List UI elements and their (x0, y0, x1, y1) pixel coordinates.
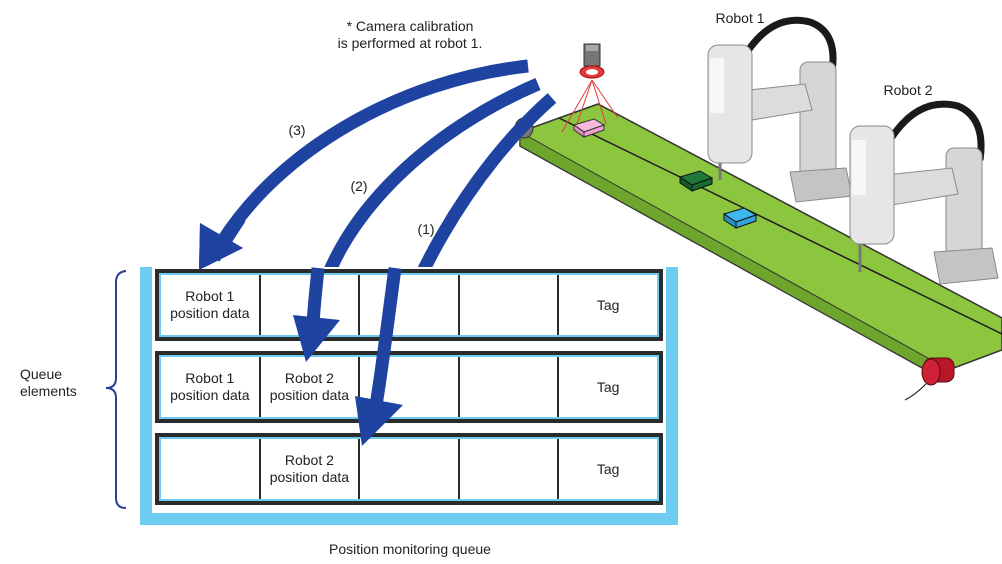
queue-cell (459, 275, 558, 335)
conveyor-belt (519, 103, 1002, 376)
conveyor-motor (904, 357, 955, 401)
queue-brace (105, 270, 127, 509)
workpiece-pink (572, 118, 606, 138)
robot-1-label: Robot 1 (715, 10, 765, 26)
queue-cell (260, 275, 359, 335)
arrow-label-3: (3) (288, 122, 306, 138)
queue-cell (360, 357, 458, 417)
queue-tag-cell: Tag (559, 357, 657, 417)
queue-cell (360, 439, 458, 499)
arrow-3 (199, 59, 529, 270)
robot-1-graphic (707, 16, 853, 203)
queue-cell (459, 439, 558, 499)
queue-cell (360, 275, 458, 335)
robot-2-label: Robot 2 (883, 82, 933, 98)
queue-caption: Position monitoring queue (329, 541, 491, 557)
arrow-label-2: (2) (350, 178, 368, 194)
robot-2-graphic (849, 100, 999, 285)
workpiece-blue (722, 207, 758, 229)
queue-cell (161, 439, 259, 499)
workpiece-green (678, 170, 714, 192)
queue-tag-cell: Tag (559, 439, 657, 499)
arrow-label-1: (1) (417, 221, 435, 237)
queue-tag-cell: Tag (559, 275, 657, 335)
queue-cell (459, 357, 558, 417)
camera-icon (561, 43, 619, 133)
